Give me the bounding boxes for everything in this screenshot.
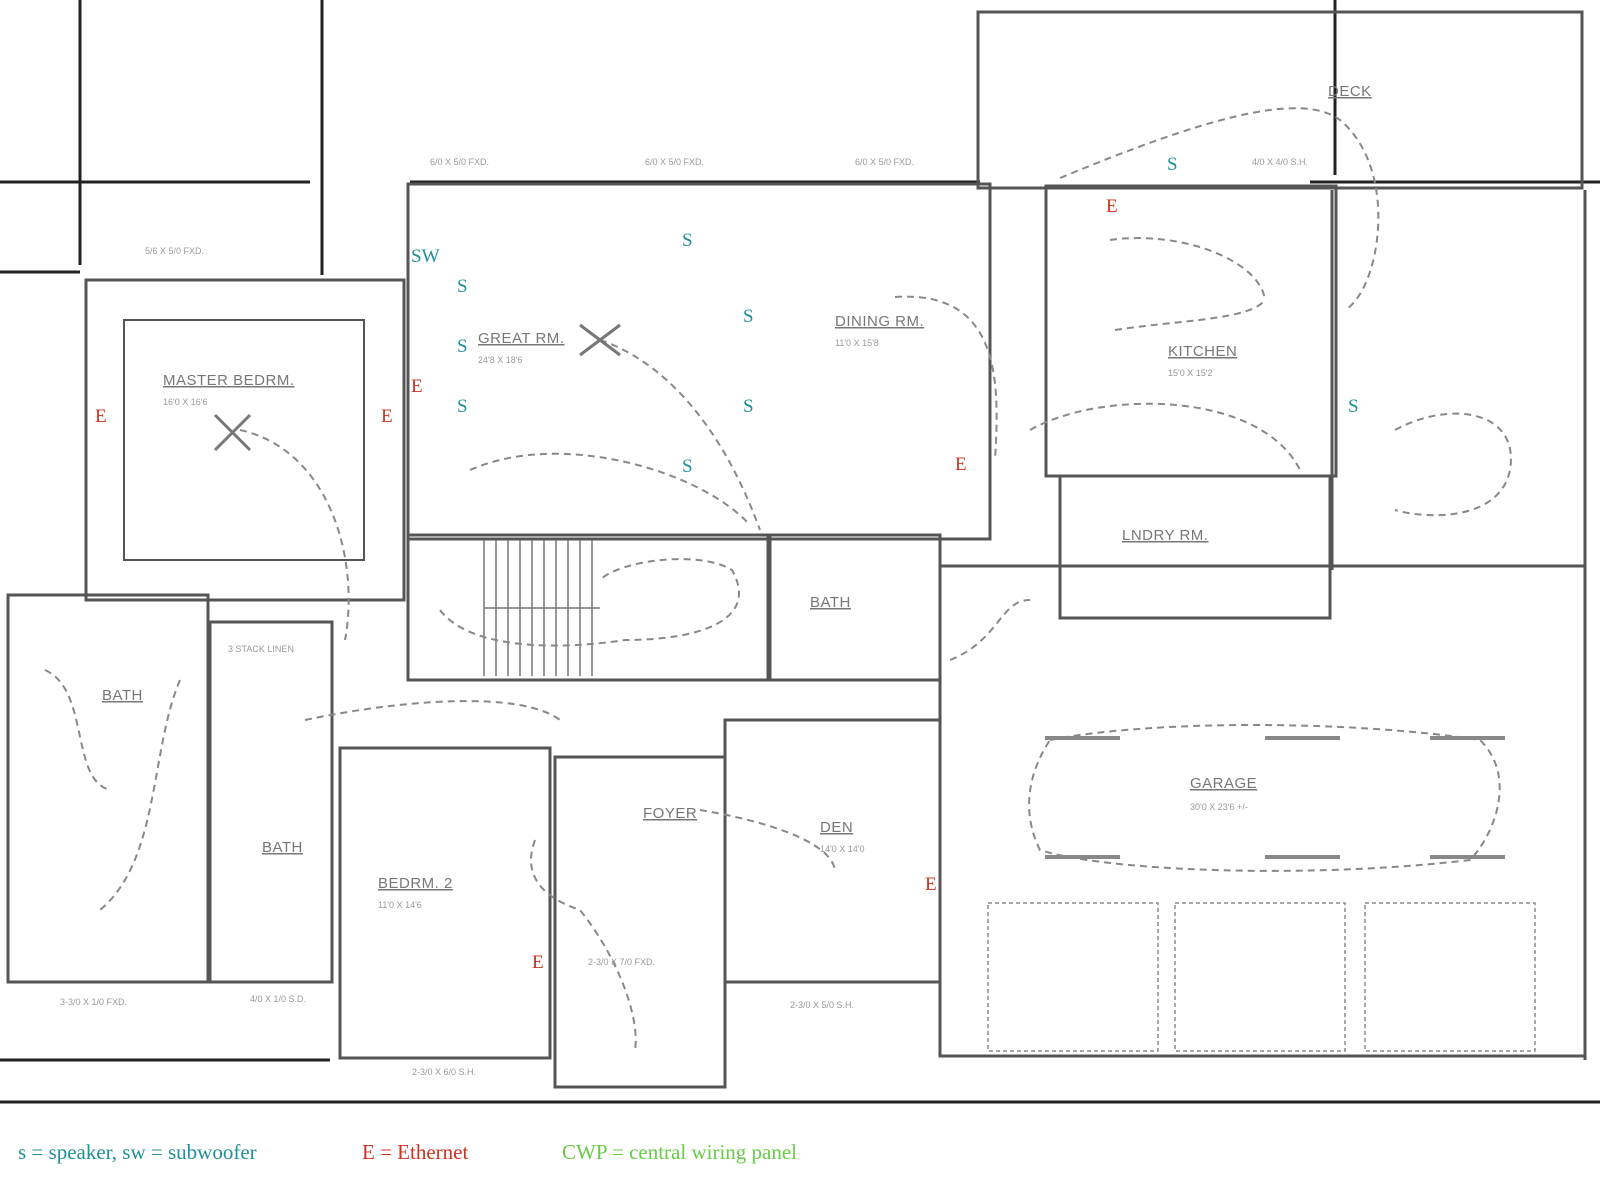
garage-doors	[987, 736, 1536, 1052]
legend-ethernet: E = Ethernet	[362, 1140, 469, 1164]
walls	[6, 10, 1587, 1089]
speaker-marker: S	[1348, 396, 1359, 417]
window-label: 2-3/0 X 6/0 S.H.	[412, 1067, 476, 1077]
legend-cwp: CWP = central wiring panel	[562, 1140, 797, 1164]
window-label: 3-3/0 X 1/0 FXD.	[60, 997, 127, 1007]
ethernet-marker: E	[955, 454, 967, 475]
room-label-great-rm: GREAT RM.	[478, 330, 564, 347]
room-label-bath-3: BATH	[810, 594, 851, 611]
legend-speakers: s = speaker, sw = subwoofer	[18, 1140, 257, 1164]
room-label-bedrm-2: BEDRM. 2	[378, 875, 453, 892]
ethernet-marker: E	[95, 406, 107, 427]
window-label: 4/0 X 1/0 S.D.	[250, 994, 306, 1004]
ethernet-marker: E	[1106, 196, 1118, 217]
ethernet-marker: E	[411, 376, 423, 397]
speaker-markers: S S SW S S S S S S S	[411, 154, 1359, 477]
speaker-marker: S	[743, 396, 754, 417]
room-label-lndry-rm: LNDRY RM.	[1122, 527, 1208, 544]
room-label-master-bedrm: MASTER BEDRM.	[163, 372, 295, 389]
ethernet-marker: E	[381, 406, 393, 427]
room-dim-bedrm-2: 11'0 X 14'6	[378, 900, 422, 910]
room-label-bath-1: BATH	[102, 687, 143, 704]
room-dim-great-rm: 24'8 X 18'6	[478, 355, 522, 365]
room-dim-kitchen: 15'0 X 15'2	[1168, 368, 1212, 378]
room-dim-den: 14'0 X 14'0	[820, 844, 864, 854]
speaker-marker: S	[743, 306, 754, 327]
window-label: 6/0 X 5/0 FXD.	[645, 157, 704, 167]
room-label-dining-rm: DINING RM.	[835, 313, 924, 330]
room-label-bath-2: BATH	[262, 839, 303, 856]
room-label-den: DEN	[820, 819, 853, 836]
speaker-marker: S	[457, 396, 468, 417]
room-label-garage: GARAGE	[1190, 775, 1257, 792]
speaker-marker: S	[1167, 154, 1178, 175]
speaker-marker: S	[457, 336, 468, 357]
room-label-deck: DECK	[1328, 83, 1372, 100]
window-label: 2-3/0 X 7/0 FXD.	[588, 957, 655, 967]
wiring-runs	[44, 107, 1512, 1051]
room-dim-master-bedrm: 16'0 X 16'6	[163, 397, 207, 407]
room-dim-dining-rm: 11'0 X 15'8	[835, 338, 879, 348]
window-label: 6/0 X 5/0 FXD.	[430, 157, 489, 167]
window-label: 6/0 X 5/0 FXD.	[855, 157, 914, 167]
ethernet-markers: E E E E E E E	[95, 196, 1118, 973]
window-label: 2-3/0 X 5/0 S.H.	[790, 1000, 854, 1010]
floor-plan: DECK GREAT RM. 24'8 X 18'6 DINING RM. 11…	[0, 0, 1600, 1104]
speaker-marker: S	[682, 230, 693, 251]
subwoofer-marker: SW	[411, 246, 440, 267]
ethernet-marker: E	[925, 874, 937, 895]
stairs	[483, 540, 600, 676]
window-label: 5/6 X 5/0 FXD.	[145, 246, 204, 256]
ethernet-marker: E	[532, 952, 544, 973]
room-labels: DECK GREAT RM. 24'8 X 18'6 DINING RM. 11…	[102, 83, 1372, 910]
window-labels: 6/0 X 5/0 FXD. 6/0 X 5/0 FXD. 6/0 X 5/0 …	[60, 157, 1308, 1077]
room-label-kitchen: KITCHEN	[1168, 343, 1237, 360]
property-lines	[0, 0, 1600, 1104]
speaker-marker: S	[682, 456, 693, 477]
ceiling-fans	[213, 323, 621, 452]
room-dim-garage: 30'0 X 23'6 +/-	[1190, 802, 1248, 812]
room-label-foyer: FOYER	[643, 805, 697, 822]
speaker-marker: S	[457, 276, 468, 297]
window-label: 4/0 X 4/0 S.H.	[1252, 157, 1308, 167]
room-label-linen: 3 STACK LINEN	[228, 644, 294, 654]
